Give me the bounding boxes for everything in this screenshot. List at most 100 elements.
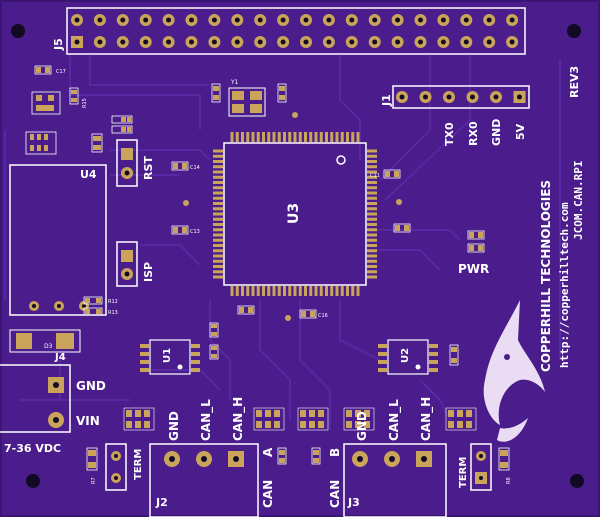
qfp-pin xyxy=(367,196,377,200)
pin-hole xyxy=(486,39,492,45)
qfp-pin xyxy=(298,286,302,296)
label-gnd-j2: GND xyxy=(167,411,181,441)
label-can-b-letter: B xyxy=(328,448,342,457)
pin-hole xyxy=(189,39,194,45)
label-u4: U4 xyxy=(80,168,97,181)
qfp-pin xyxy=(213,249,223,253)
qfp-pin xyxy=(367,259,377,263)
soic-pin xyxy=(140,344,149,348)
pin-hole xyxy=(166,17,172,23)
qfp-pin xyxy=(367,212,377,216)
qfp-pin xyxy=(346,286,349,296)
qfp-pin xyxy=(262,286,265,296)
soic-pin xyxy=(429,352,438,356)
qfp-pin xyxy=(251,286,255,296)
pin-hole xyxy=(74,39,80,45)
soic-pin xyxy=(140,360,149,364)
pin-hole xyxy=(97,39,103,45)
qfp-pin xyxy=(241,286,244,296)
qfp-pin xyxy=(277,132,281,142)
qfp-pin xyxy=(213,207,223,211)
resistor-array-pad xyxy=(448,421,454,428)
qfp-pin xyxy=(367,265,377,268)
qfp-pin xyxy=(330,132,334,142)
pin-hole xyxy=(463,17,469,23)
label-can-a: CAN xyxy=(261,480,275,508)
resistor-array-pad xyxy=(364,410,370,417)
crystal-y1 xyxy=(228,87,266,117)
passives-r12-r13 xyxy=(83,296,103,316)
product-name: JCOM.CAN.RPI xyxy=(572,161,585,240)
resistor-array-pad xyxy=(300,421,306,428)
qfp-pin xyxy=(351,132,355,142)
qfp-pin xyxy=(235,286,239,296)
label-rst: RST xyxy=(142,156,155,180)
pin-hole xyxy=(166,39,172,45)
passive-r8 xyxy=(498,447,510,471)
jumper-rst xyxy=(116,139,138,187)
led-pwr xyxy=(467,230,485,253)
brand-name: COPPERHILL TECHNOLOGIES xyxy=(539,180,553,372)
label-canl-j2: CAN_L xyxy=(199,399,214,441)
label-c16: C16 xyxy=(318,313,328,319)
mount-hole-bottom-left xyxy=(26,474,40,488)
resistor-array-outline xyxy=(253,407,285,431)
qfp-pin xyxy=(213,160,223,163)
resistor-array-outline xyxy=(123,407,155,431)
qfp-pin xyxy=(213,275,223,279)
module-u4 xyxy=(9,164,107,316)
qfp-pin xyxy=(213,238,223,242)
pin-hole xyxy=(493,94,499,100)
passive-c11 xyxy=(383,169,401,179)
qfp-pin xyxy=(246,286,250,296)
label-j4: J4 xyxy=(54,352,66,363)
resistor-array-pad xyxy=(318,421,324,428)
pin-hole xyxy=(372,17,378,23)
passive-c12 xyxy=(393,223,411,233)
connector-j2 xyxy=(149,443,259,517)
label-j5: J5 xyxy=(52,38,65,51)
qfp-pin xyxy=(293,286,297,296)
label-c17: C17 xyxy=(56,69,66,75)
label-canl-j3: CAN_L xyxy=(387,399,402,441)
resistor-array-pad xyxy=(135,410,141,417)
qfp-pin xyxy=(213,233,223,237)
qfp-pin xyxy=(309,132,313,142)
qfp-pin xyxy=(356,286,360,296)
soic-pin xyxy=(429,344,438,348)
pin-hole xyxy=(97,17,103,23)
resistor-array-pad xyxy=(318,410,324,417)
qfp-pin xyxy=(367,181,377,184)
pin-hole xyxy=(120,17,126,23)
pin-hole xyxy=(143,17,149,23)
qfp-pin xyxy=(367,233,377,237)
mount-hole-bottom-right xyxy=(570,474,584,488)
label-rx0: RX0 xyxy=(467,121,480,146)
pin-hole xyxy=(303,17,309,23)
resistor-array-pad xyxy=(364,421,370,428)
qfp-pin xyxy=(367,217,377,221)
soic-pin xyxy=(378,360,387,364)
passives-left-mid xyxy=(111,115,133,134)
qfp-pin xyxy=(256,132,260,142)
qfp-pin xyxy=(367,191,377,195)
qfp-pin xyxy=(272,286,276,296)
qfp-pin xyxy=(367,160,377,163)
pin-hole xyxy=(509,17,515,23)
pin-hole xyxy=(257,39,263,45)
soic-pin xyxy=(378,344,387,348)
qfp-pin xyxy=(230,132,234,142)
qfp-pin xyxy=(304,132,307,142)
qfp-pin xyxy=(213,217,223,221)
resistor-array-pad xyxy=(256,410,262,417)
soic-pin xyxy=(429,368,438,372)
soic-pin xyxy=(140,368,149,372)
pin-hole xyxy=(509,39,515,45)
qfp-pin xyxy=(304,286,307,296)
can-leds xyxy=(277,447,321,465)
pin-hole xyxy=(423,94,428,100)
pin-hole xyxy=(349,17,355,23)
qfp-pin xyxy=(256,286,260,296)
resistor-array-pad xyxy=(126,410,132,417)
qfp-pin xyxy=(367,149,377,153)
